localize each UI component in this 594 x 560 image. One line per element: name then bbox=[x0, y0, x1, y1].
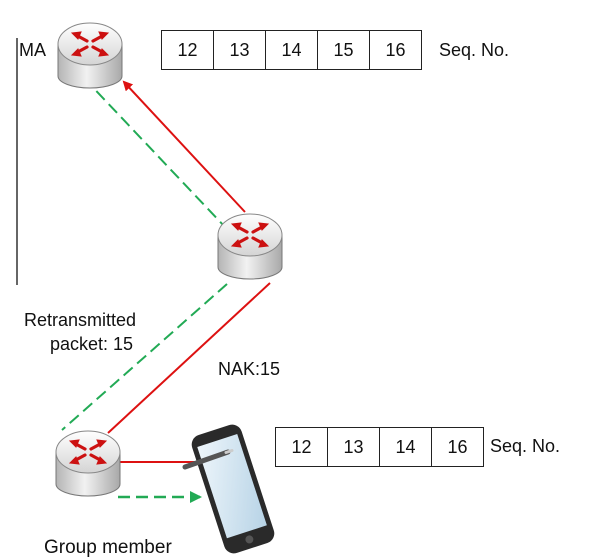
retransmit-link-ma-to-mid bbox=[83, 77, 227, 229]
nak-link-mid-to-ma bbox=[122, 80, 246, 213]
seq-cell: 14 bbox=[380, 428, 432, 466]
seq-cell: 12 bbox=[276, 428, 328, 466]
retransmitted-label-line2: packet: 15 bbox=[50, 334, 134, 354]
seq-cell: 13 bbox=[328, 428, 380, 466]
stylus-icon bbox=[182, 449, 234, 470]
seq-cell: 14 bbox=[266, 31, 318, 69]
seq-cell: 12 bbox=[162, 31, 214, 69]
seq-cell: 16 bbox=[447, 436, 468, 457]
nak-link-member-to-mid bbox=[107, 282, 271, 434]
group-member-label: Group member bbox=[44, 537, 172, 558]
retransmitted-label-line1: Retransmitted bbox=[24, 310, 137, 330]
nak-label: NAK:15 bbox=[218, 359, 281, 379]
ma-sequence-buffer: 12 13 14 15 16 bbox=[161, 30, 422, 70]
router-icon bbox=[217, 213, 283, 280]
retransmit-link-mid-to-member bbox=[61, 283, 228, 431]
seq-cell: 16 bbox=[385, 39, 406, 60]
ma-seq-caption: Seq. No. bbox=[439, 40, 510, 60]
seq-cell: 15 bbox=[318, 31, 370, 69]
member-sequence-buffer: 12 13 14 16 bbox=[275, 427, 484, 467]
tablet-icon bbox=[191, 424, 275, 554]
ma-label: MA bbox=[19, 40, 46, 60]
router-icon bbox=[55, 430, 121, 497]
member-seq-caption: Seq. No. bbox=[490, 436, 561, 456]
router-icon bbox=[57, 22, 123, 89]
seq-cell: 13 bbox=[214, 31, 266, 69]
